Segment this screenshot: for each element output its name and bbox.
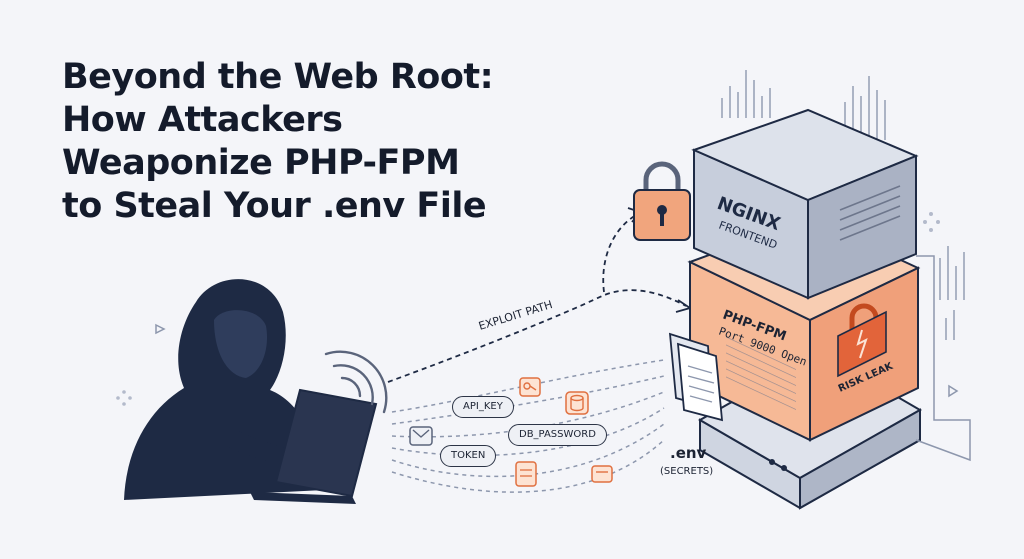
padlock-broken-icon xyxy=(837,303,887,378)
document-icon xyxy=(668,332,724,422)
database-icon xyxy=(565,391,589,415)
headline-line-3: Weaponize PHP-FPM xyxy=(62,143,460,183)
headline-line-1: Beyond the Web Root: xyxy=(62,57,494,97)
play-marker-right xyxy=(948,384,959,398)
laptop-icon xyxy=(250,388,378,504)
padlock-locked-icon xyxy=(633,161,691,241)
secret-pill-api-key: API_KEY xyxy=(452,396,514,418)
exploit-path-arrow xyxy=(387,289,687,383)
card-icon xyxy=(591,465,613,483)
env-file-caption: (SECRETS) xyxy=(660,466,714,477)
side-connector xyxy=(915,255,971,462)
play-marker-left xyxy=(155,323,166,335)
signal-bars-right xyxy=(939,246,965,340)
mail-icon xyxy=(409,426,433,446)
secret-pill-db-password: DB_PASSWORD xyxy=(508,424,607,446)
key-icon xyxy=(519,377,541,397)
nginx-block xyxy=(691,108,919,300)
headline-line-2: How Attackers xyxy=(62,100,343,140)
exploit-path-label: EXPLOIT PATH xyxy=(477,298,554,333)
wifi-signal-icon xyxy=(324,350,388,414)
file-icon xyxy=(515,461,537,487)
lock-path-arrow xyxy=(602,213,639,293)
secret-pill-token: TOKEN xyxy=(440,445,497,467)
dots-decor xyxy=(116,212,940,406)
headline-line-4: to Steal Your .env File xyxy=(62,186,487,226)
env-file-name: .env xyxy=(670,444,707,462)
headline: Beyond the Web Root: How Attackers Weapo… xyxy=(62,56,582,228)
